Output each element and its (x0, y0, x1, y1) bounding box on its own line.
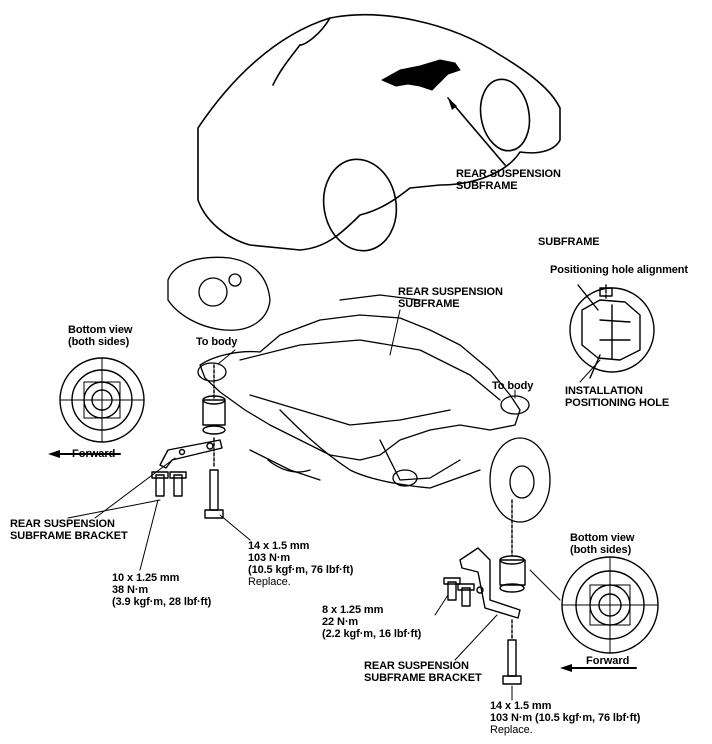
label-bottom-view-right: Bottom view(both sides) (570, 532, 635, 556)
label-subframe-detail: SUBFRAME (538, 236, 600, 248)
leader-subframe-top (447, 97, 506, 166)
subframe-assembly (167, 256, 551, 523)
right-hardware (443, 499, 526, 685)
label-forward-left: Forward (72, 448, 116, 460)
left-hardware (151, 364, 226, 519)
leader-bracket-left (67, 499, 161, 519)
car-subframe-highlight (381, 59, 461, 91)
positioning-detail (569, 284, 655, 379)
car-outline (197, 14, 561, 252)
label-to-body-right: To body (492, 380, 534, 392)
bottom-view-right (561, 556, 659, 654)
bottom-view-left (59, 357, 145, 443)
label-positioning-alignment: Positioning hole alignment (550, 264, 688, 276)
label-to-body-left: To body (196, 336, 238, 348)
label-bottom-view-left: Bottom view(both sides) (68, 324, 133, 348)
label-forward-right: Forward (586, 655, 630, 667)
